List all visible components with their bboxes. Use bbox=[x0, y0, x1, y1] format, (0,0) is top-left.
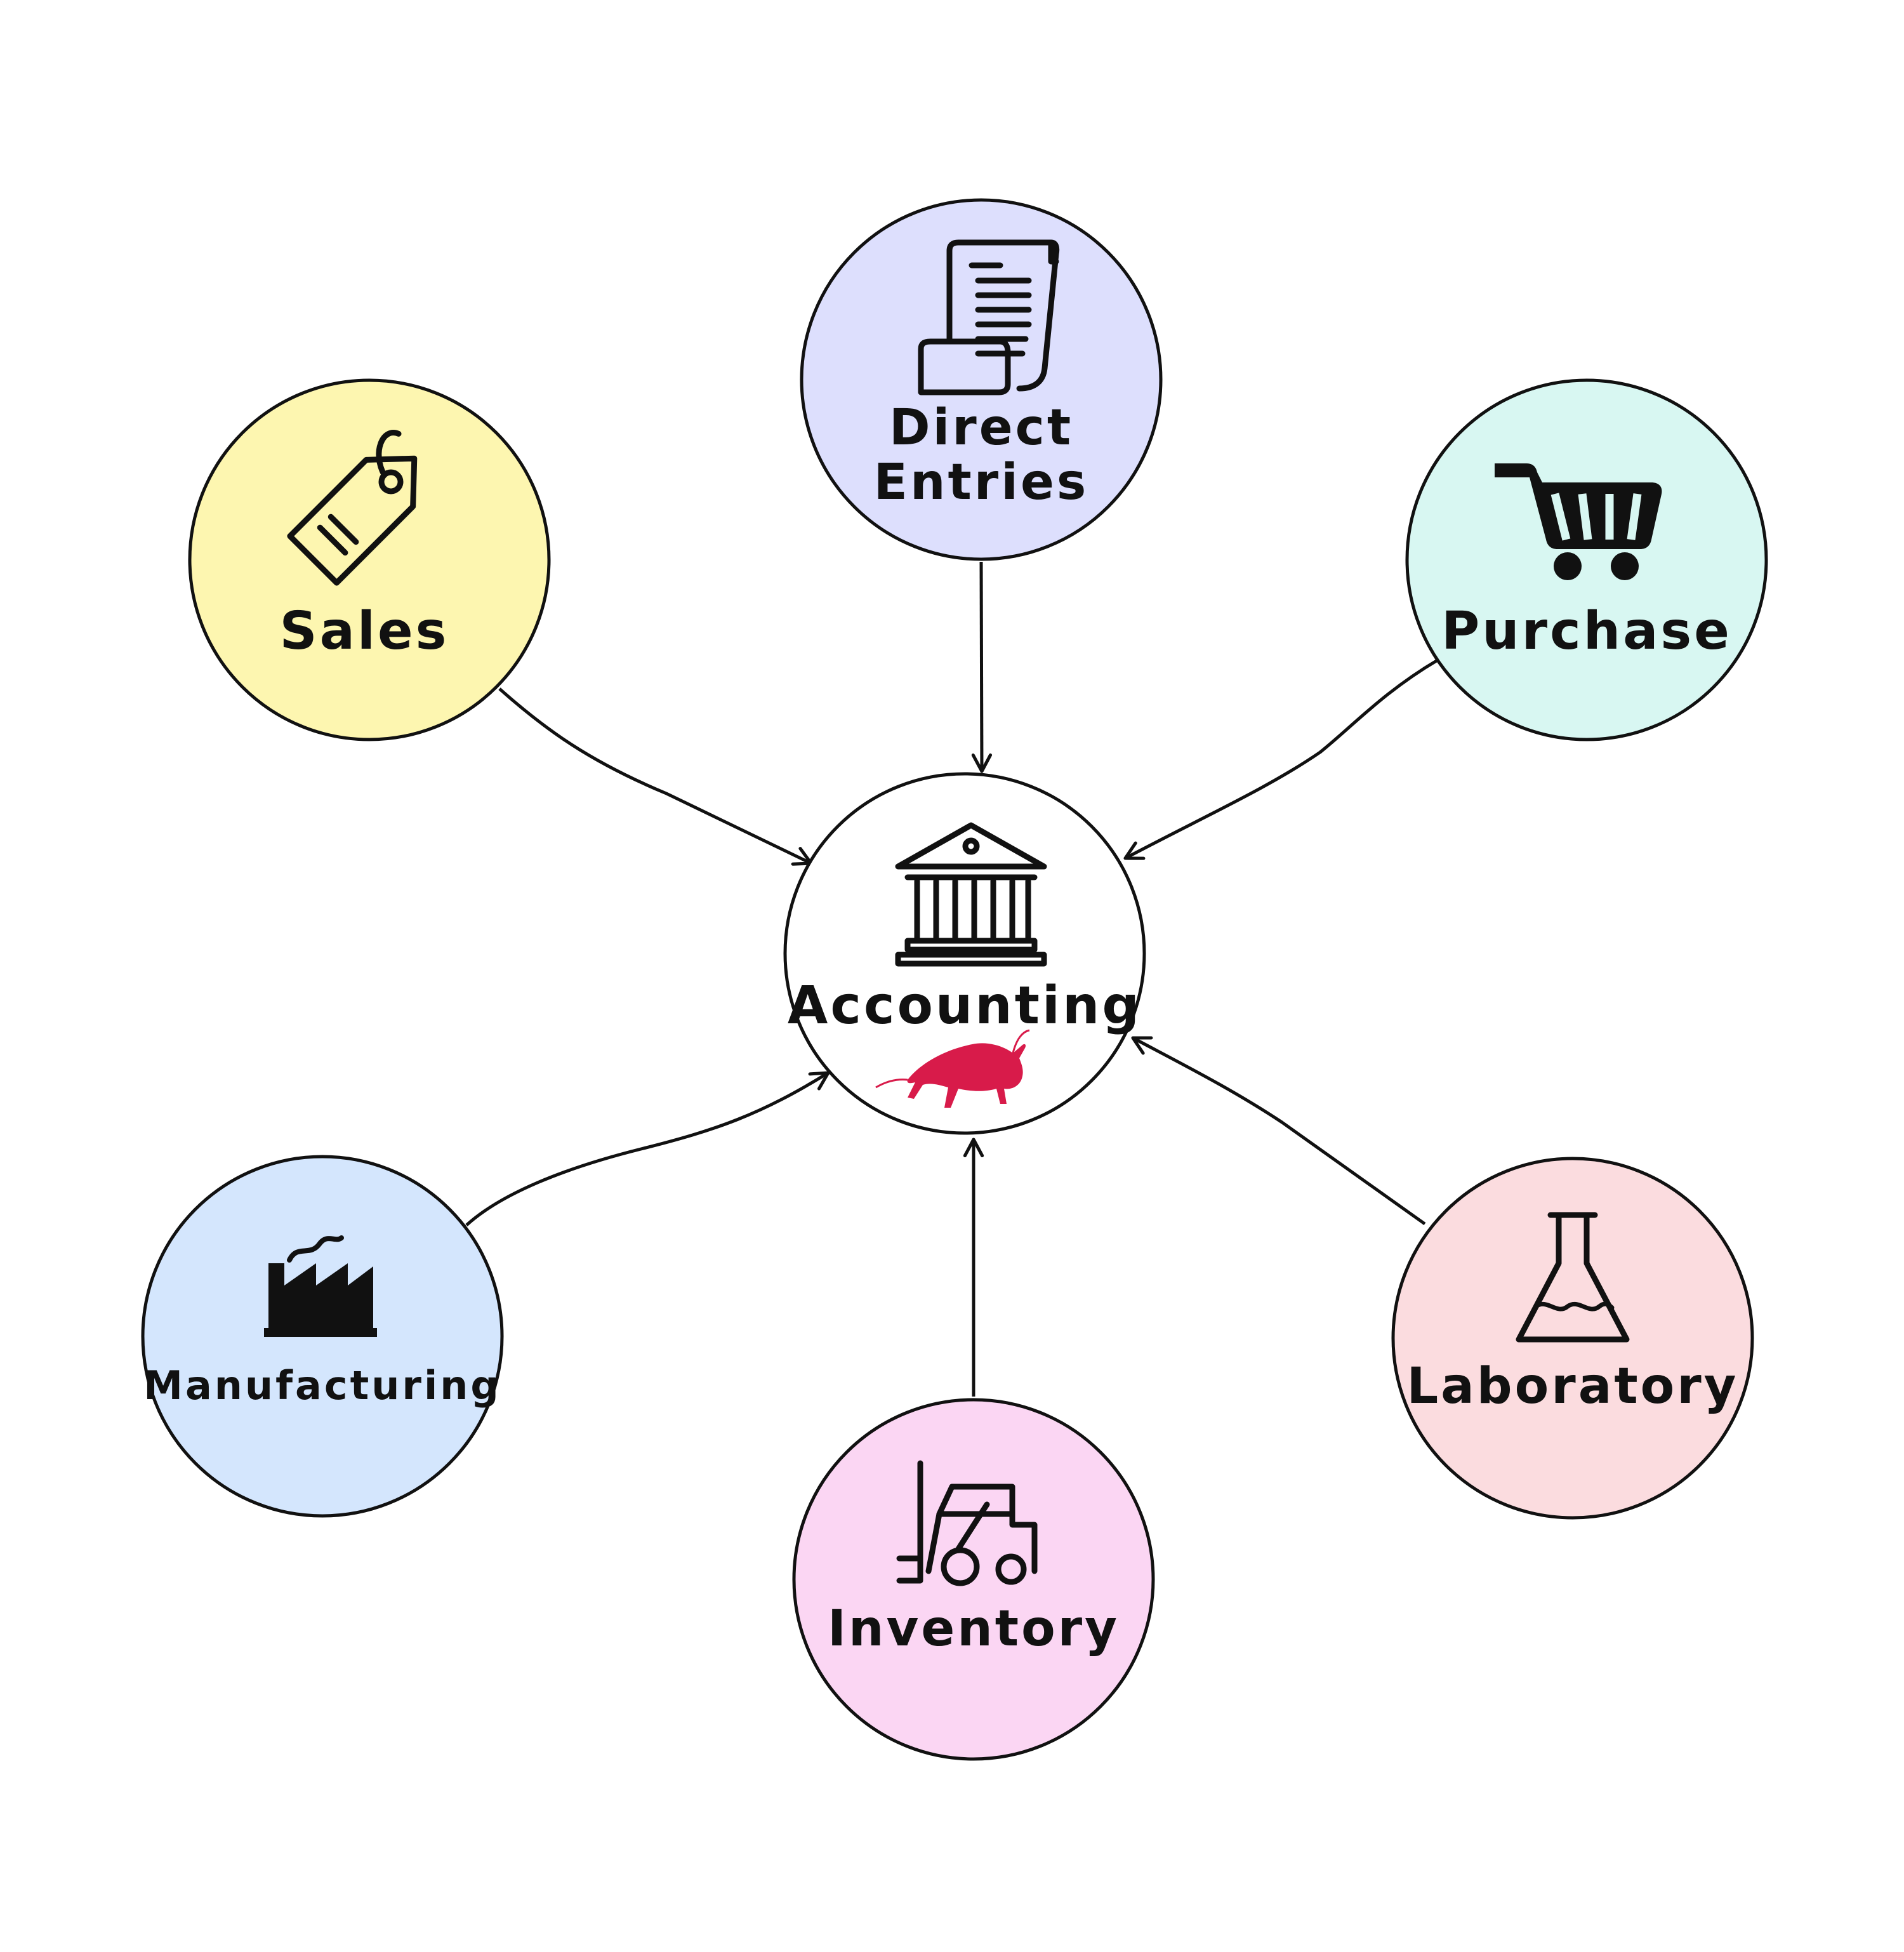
node-purchase[interactable]: Purchase bbox=[1405, 378, 1768, 741]
edges bbox=[465, 561, 1439, 1397]
price-tag-icon bbox=[287, 430, 418, 586]
flask-icon bbox=[1516, 1212, 1630, 1343]
bank-icon bbox=[895, 822, 1047, 967]
node-label: Accounting bbox=[788, 976, 1142, 1036]
node-label-line-2: Entries bbox=[874, 454, 1089, 511]
node-manufacturing[interactable]: Manufacturing bbox=[141, 1155, 504, 1518]
node-label: Laboratory bbox=[1406, 1358, 1738, 1415]
receipt-scroll-icon bbox=[918, 239, 1060, 395]
node-circle bbox=[188, 378, 551, 741]
edge-sales-to-accounting bbox=[498, 687, 813, 866]
node-inventory[interactable]: Inventory bbox=[792, 1398, 1155, 1761]
node-label: Inventory bbox=[828, 1600, 1120, 1657]
bull-logo bbox=[875, 1029, 1030, 1108]
node-sales[interactable]: Sales bbox=[188, 378, 551, 741]
node-label: Manufacturing bbox=[143, 1362, 501, 1409]
edge-manufacturing-to-accounting bbox=[465, 1071, 830, 1226]
factory-icon bbox=[264, 1235, 377, 1337]
node-circle bbox=[800, 198, 1163, 561]
edge-purchase-to-accounting bbox=[1123, 658, 1439, 860]
shopping-cart-icon bbox=[1495, 463, 1662, 580]
node-circle bbox=[1405, 378, 1768, 741]
node-label-line-1: Direct bbox=[889, 399, 1073, 456]
node-label: Sales bbox=[280, 601, 449, 661]
node-direct-entries[interactable]: Direct Entries bbox=[800, 198, 1163, 561]
node-laboratory[interactable]: Laboratory bbox=[1391, 1157, 1754, 1520]
node-accounting[interactable]: Accounting bbox=[783, 772, 1146, 1135]
edge-direct-entries-to-accounting bbox=[971, 561, 993, 773]
edge-laboratory-to-accounting bbox=[1131, 1036, 1426, 1226]
node-label: Purchase bbox=[1441, 601, 1732, 661]
forklift-icon bbox=[896, 1460, 1038, 1586]
